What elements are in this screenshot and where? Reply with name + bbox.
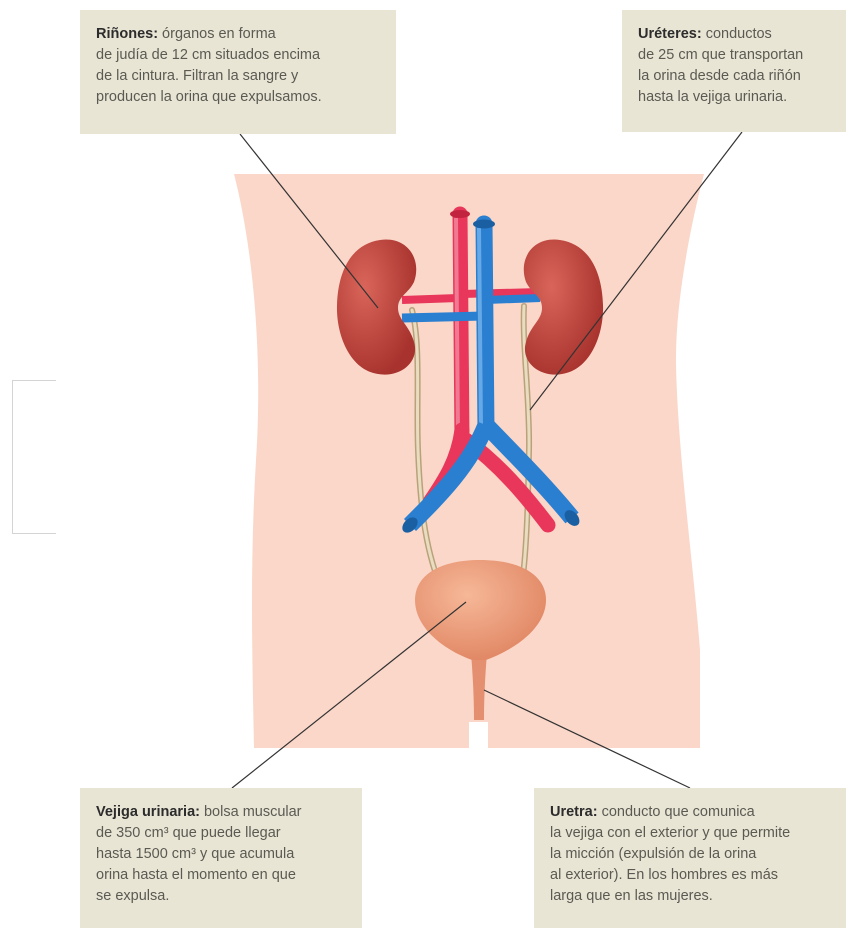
right-renal-artery bbox=[462, 292, 540, 294]
left-renal-vein bbox=[402, 316, 484, 318]
vena-cava-top-opening bbox=[473, 220, 495, 229]
label-ureteres-term: Uréteres: bbox=[638, 26, 702, 42]
aorta-highlight bbox=[456, 218, 458, 436]
vena-cava bbox=[484, 224, 486, 430]
label-uretra-term: Uretra: bbox=[550, 804, 598, 820]
label-ureteres: Uréteres: conductos de 25 cm que transpo… bbox=[622, 10, 846, 132]
vena-cava-highlight bbox=[479, 228, 481, 428]
label-rinones-term: Riñones: bbox=[96, 26, 158, 42]
aorta bbox=[460, 214, 462, 440]
aorta-top-opening bbox=[450, 210, 470, 218]
right-renal-vein bbox=[486, 298, 540, 300]
left-renal-artery bbox=[402, 298, 458, 300]
label-vejiga: Vejiga urinaria: bolsa muscular de 350 c… bbox=[80, 788, 362, 928]
label-rinones: Riñones: órganos en forma de judía de 12… bbox=[80, 10, 396, 134]
label-vejiga-term: Vejiga urinaria: bbox=[96, 804, 200, 820]
label-uretra: Uretra: conducto que comunica la vejiga … bbox=[534, 788, 846, 928]
